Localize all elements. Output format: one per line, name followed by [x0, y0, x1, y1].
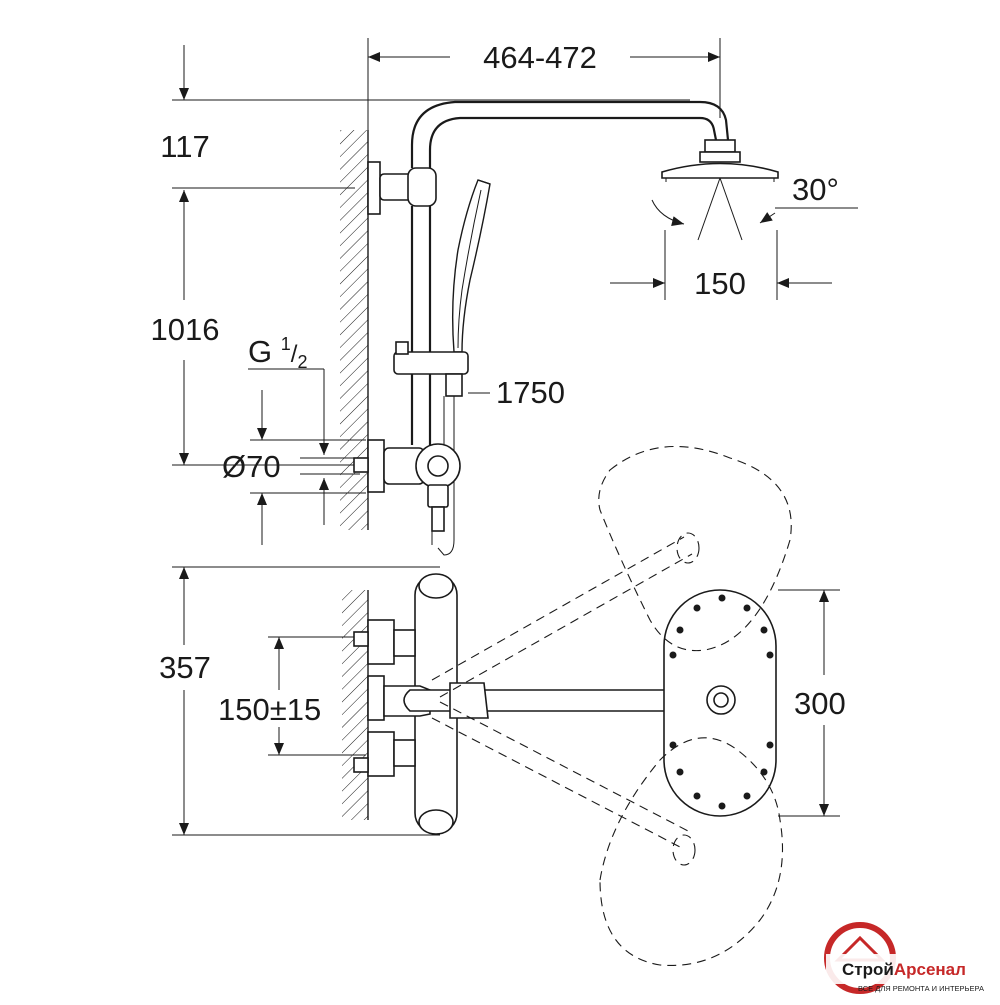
dimension-labels: 464-472 117 1016 G 1/2 30° 150 1750 Ø70 … [151, 40, 846, 727]
dim-rosette-diameter: Ø70 [222, 449, 281, 484]
top-view [172, 445, 840, 967]
dim-offset-top: 117 [160, 129, 209, 164]
logo-tagline: ВСЕ ДЛЯ РЕМОНТА И ИНТЕРЬЕРА [858, 984, 984, 993]
wall-hatch-lower [342, 590, 368, 820]
dim-thread: G 1/2 [248, 334, 307, 372]
dim-hose-length: 1750 [496, 375, 565, 410]
head-nozzles [669, 594, 774, 810]
dim-head-angle: 30° [792, 172, 839, 207]
side-view [172, 38, 858, 556]
swivel-positions [431, 445, 792, 967]
brand-logo: СтройАрсенал ВСЕ ДЛЯ РЕМОНТА И ИНТЕРЬЕРА [824, 922, 996, 994]
dim-head-plate: 300 [794, 686, 846, 721]
logo-text: СтройАрсенал [842, 960, 966, 979]
dim-rail-height: 1016 [151, 312, 220, 347]
dim-inlet-spacing: 150±15 [218, 692, 321, 727]
dim-head-diameter: 150 [694, 266, 746, 301]
dim-depth: 357 [159, 650, 211, 685]
dim-arm-length: 464-472 [483, 40, 597, 75]
